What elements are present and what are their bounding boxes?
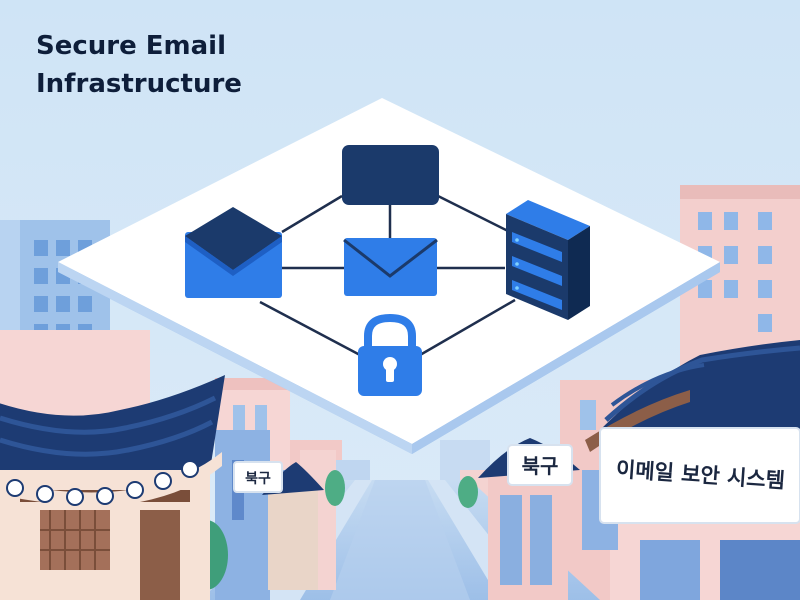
- network-connections: [259, 194, 516, 357]
- title-line-1: Secure Email: [36, 31, 226, 61]
- envelope-closed-icon: [343, 238, 438, 296]
- left-hanok: [0, 375, 225, 600]
- sign-right-large-board: [599, 427, 800, 524]
- server-icon: [506, 200, 590, 320]
- title-line-2: Infrastructure: [36, 69, 242, 99]
- message-box-icon: [342, 145, 439, 205]
- sign-right-small-text: 북구: [522, 454, 559, 478]
- sign-right-small-board: [507, 444, 573, 486]
- sign-left-text: 북구: [245, 471, 271, 487]
- sign-left-board: [233, 461, 283, 493]
- envelope-open-icon: [185, 207, 282, 298]
- padlock-icon: [358, 313, 422, 396]
